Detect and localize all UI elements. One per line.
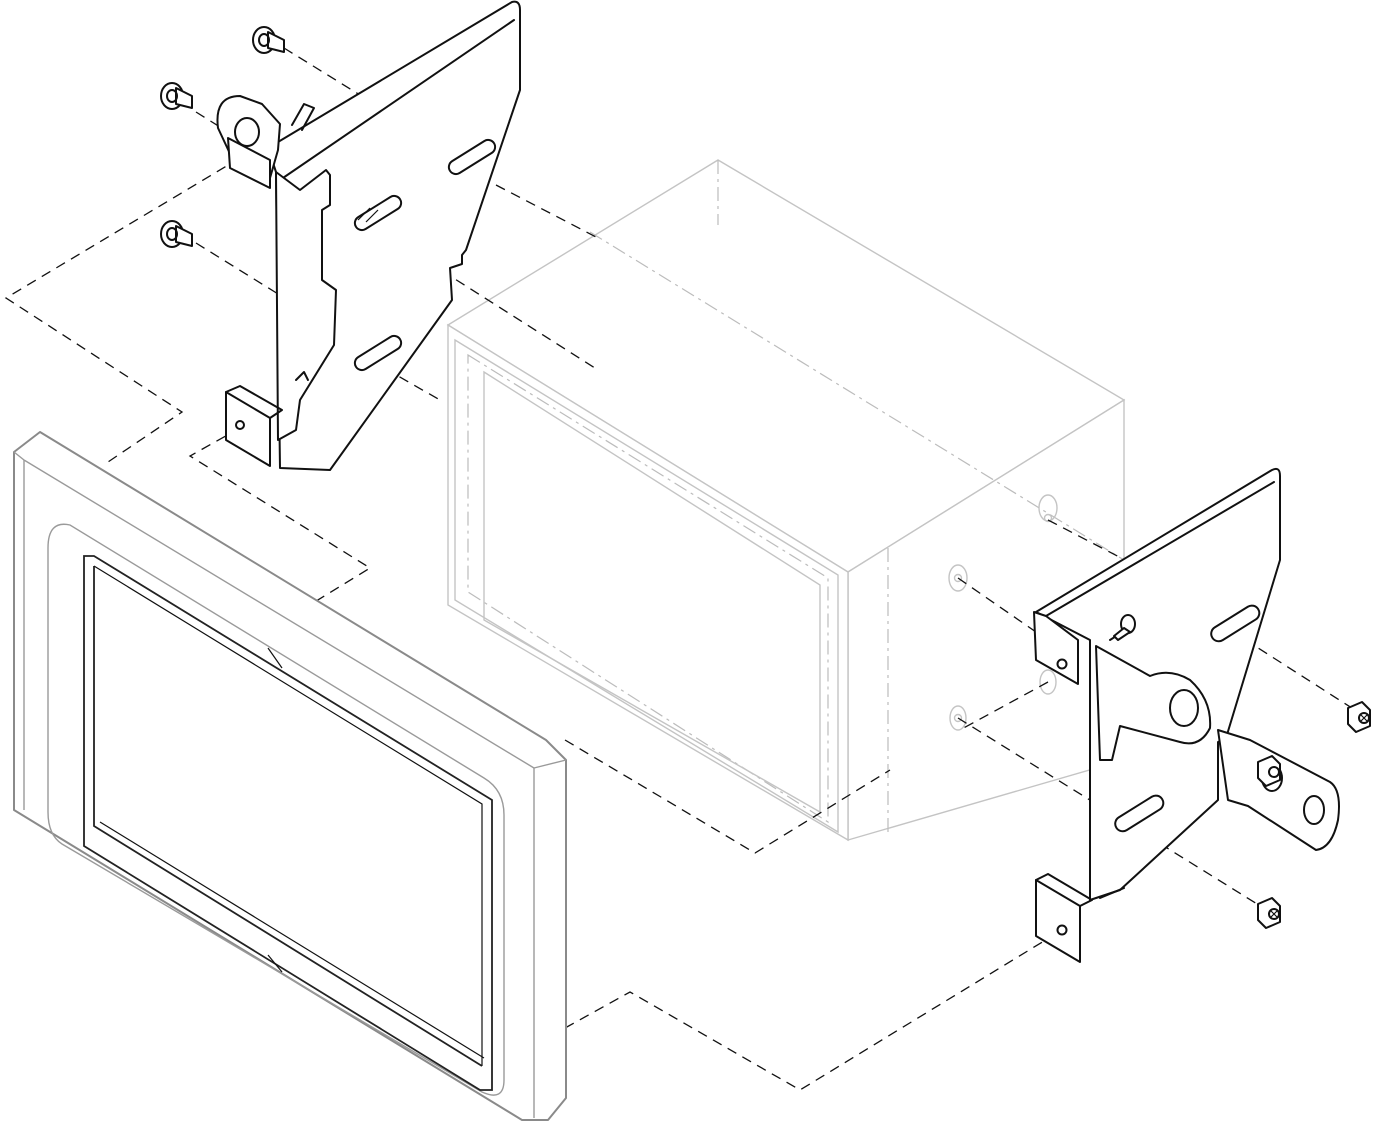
right-mounting-bracket (1033, 467, 1340, 963)
left-bracket-slot (447, 138, 497, 176)
left-bracket-slot (353, 194, 403, 232)
radio-unit-screen (483, 370, 821, 814)
screw (1257, 897, 1281, 929)
screw (160, 220, 193, 248)
screw (1257, 755, 1281, 787)
right-bracket-slot (1114, 794, 1165, 833)
radio-unit (446, 159, 1126, 842)
left-bracket-bottom-tab (225, 391, 271, 467)
bezel-inner-lip (47, 523, 505, 1096)
left-bracket-slot (353, 334, 403, 372)
radio-unit-front-face (447, 323, 849, 842)
dash-trim-bezel (13, 431, 567, 1121)
left-mounting-bracket (216, 0, 521, 471)
screw (252, 26, 285, 54)
right-bracket-rear-ear (1217, 729, 1340, 851)
left-bracket-plate (267, 0, 521, 471)
bezel-outer-edge (13, 431, 567, 1121)
bezel-opening (83, 555, 493, 1091)
screw (160, 82, 193, 110)
screws (160, 26, 1371, 929)
right-bracket-bottom-tab (1035, 879, 1081, 963)
screw (1113, 614, 1136, 641)
right-bracket-slot (1210, 604, 1261, 643)
screw (1347, 701, 1371, 733)
right-bracket-lobe (1095, 645, 1212, 761)
